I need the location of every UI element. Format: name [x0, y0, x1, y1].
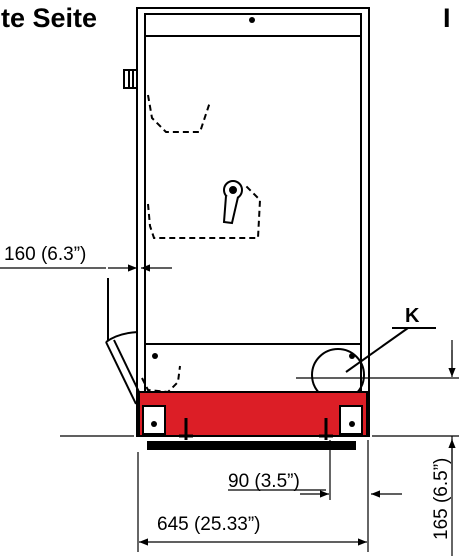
side-connector-icon: [123, 69, 138, 89]
component-k: [311, 327, 436, 402]
dim-overall-width: 645 (25.33”): [157, 514, 261, 535]
label-k: K: [405, 305, 420, 327]
exhaust-duct: [105, 278, 141, 405]
red-base: [138, 391, 368, 440]
hidden-components: [141, 94, 262, 394]
header-title-right: I: [443, 3, 451, 33]
dimension-lines: [0, 264, 459, 556]
dim-base-height: 165 (6.5”): [431, 458, 452, 540]
lever-handle-icon: [222, 180, 243, 225]
floor-plate: [147, 441, 356, 450]
header-title-left: te Seite: [1, 3, 97, 33]
dim-left-clearance: 160 (6.3”): [4, 244, 86, 265]
cabinet-body: [136, 7, 370, 437]
screws: [152, 17, 355, 359]
dim-foot-offset: 90 (3.5”): [228, 471, 300, 492]
